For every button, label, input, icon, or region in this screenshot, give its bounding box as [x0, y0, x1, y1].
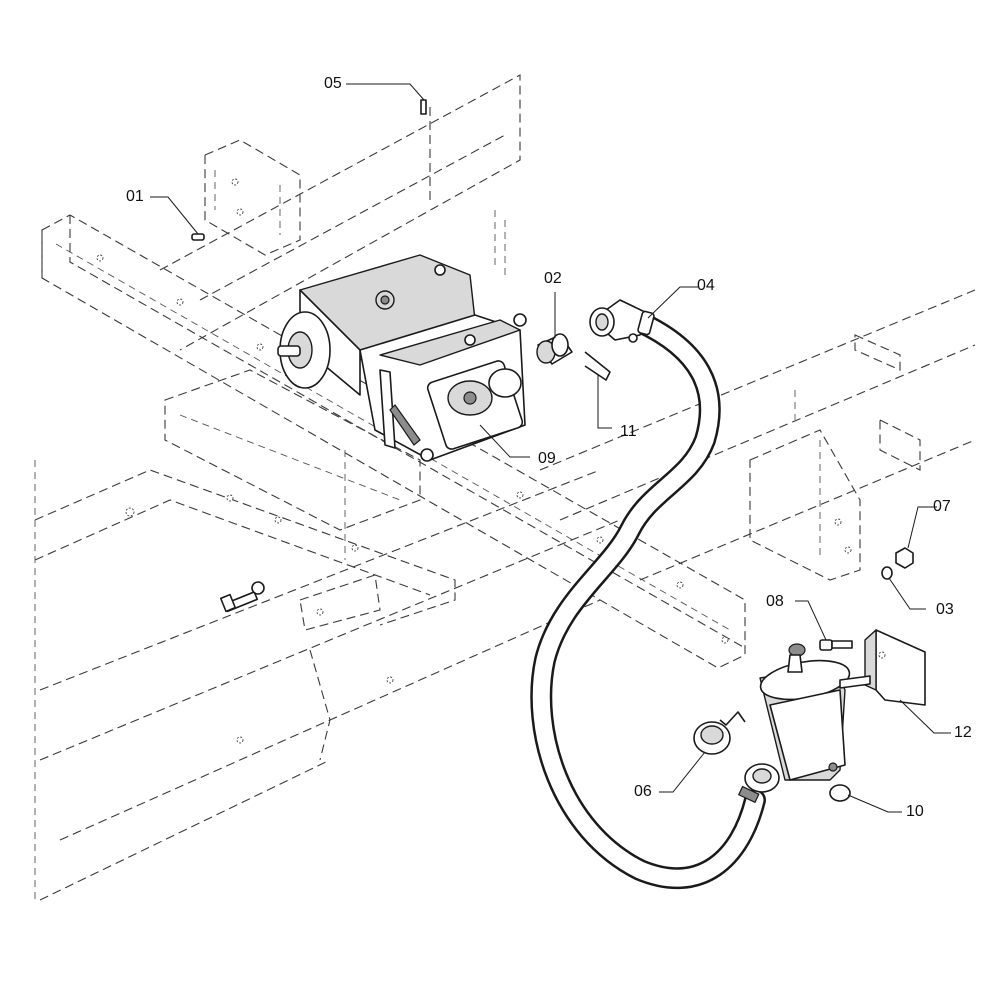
mounting-bolt [219, 581, 265, 613]
callout-02: 02 [544, 270, 562, 287]
pump-assembly [277, 254, 527, 462]
callout-06: 06 [634, 783, 652, 800]
clip-11 [584, 351, 611, 381]
callout-04: 04 [697, 277, 715, 294]
callout-08: 08 [766, 593, 784, 610]
nut-07-washer-03 [881, 547, 914, 580]
hose-04 [530, 299, 766, 890]
bracket-12 [864, 629, 926, 706]
bolt-08 [819, 639, 853, 651]
filter-10 [759, 643, 871, 802]
callout-07: 07 [933, 498, 951, 515]
callout-11: 11 [620, 423, 637, 440]
callout-03: 03 [936, 601, 954, 618]
callout-12: 12 [954, 724, 972, 741]
callout-01: 01 [126, 188, 144, 205]
pin-01 [191, 233, 205, 241]
grommet-06 [693, 711, 746, 755]
hose-clamp [737, 763, 780, 804]
callout-05: 05 [324, 75, 342, 92]
pin-05 [420, 99, 427, 115]
leader-lines [150, 83, 951, 813]
callout-09: 09 [538, 450, 556, 467]
callout-10: 10 [906, 803, 924, 820]
fitting-02 [536, 333, 573, 365]
